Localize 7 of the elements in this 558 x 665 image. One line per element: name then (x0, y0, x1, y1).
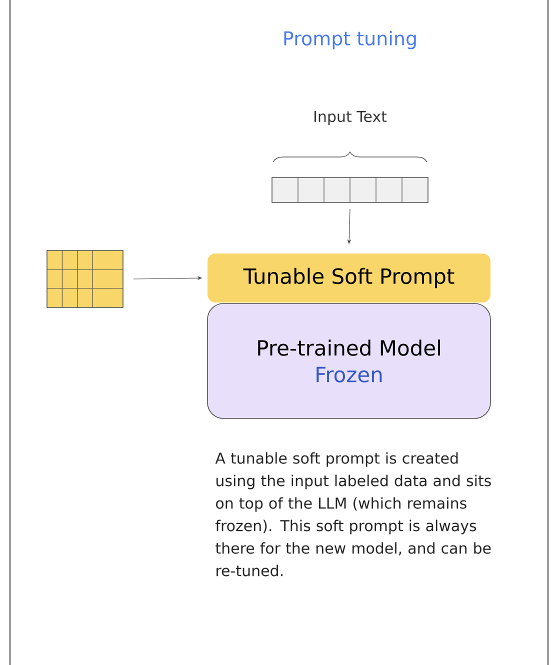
description: A tunable soft prompt is created using the input labeled data and sits on top of the LLM (which remains frozen). This soft prompt is always there for the new model, and can be re-tuned. (215, 452, 491, 576)
label-text: Input Text (314, 110, 387, 126)
soft-prompt-box: Tunable Soft Prompt (208, 254, 490, 302)
token-strip (272, 177, 428, 203)
model-box: Pre-trained Model Frozen (207, 303, 491, 419)
grid-drawing (46, 250, 124, 308)
title: Prompt tuning (284, 30, 416, 50)
